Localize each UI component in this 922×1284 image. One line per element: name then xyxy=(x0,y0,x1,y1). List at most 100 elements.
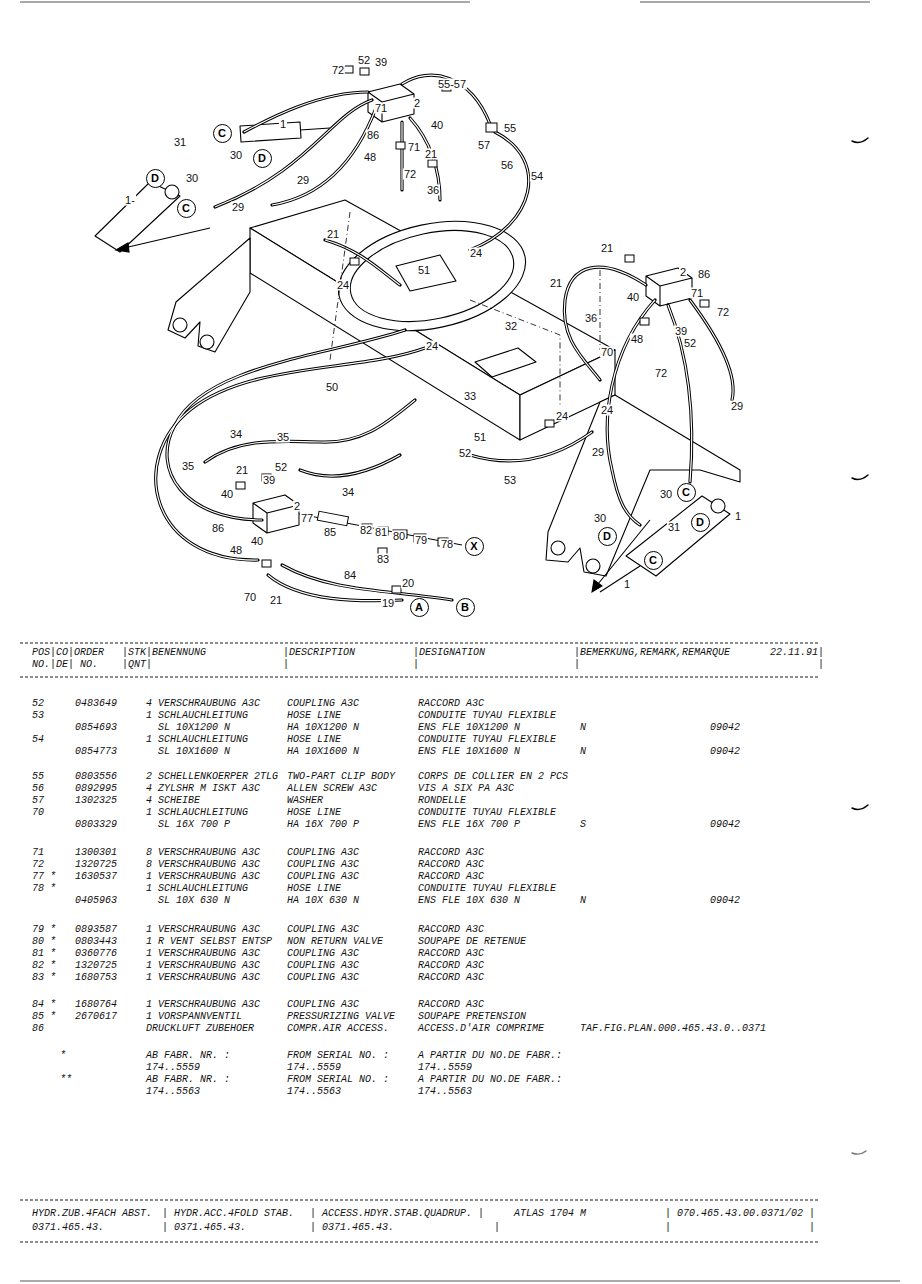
table-cell: | xyxy=(494,1223,500,1233)
table-cell: | ACCESS.HDYR.STAB.QUADRUP. | xyxy=(310,1209,484,1219)
table-cell: CONDUITE TUYAU FLEXIBLE xyxy=(418,735,556,745)
table-cell: 09042 xyxy=(710,723,740,733)
table-cell: 4 SCHEIBE xyxy=(146,796,200,806)
table-cell: ATLAS 1704 M xyxy=(514,1209,586,1219)
table-cell: SL 16X 700 P xyxy=(158,820,230,830)
callout-number: 53 xyxy=(503,475,517,486)
table-cell: HYDR.ZUB.4FACH ABST. xyxy=(32,1209,152,1219)
table-cell: 57 xyxy=(32,796,44,806)
table-cell: NO.|DE| NO. xyxy=(32,660,98,670)
callout-number: 31 xyxy=(667,522,681,533)
table-cell: 1680764 xyxy=(75,1000,117,1010)
reference-circle: D xyxy=(598,527,617,546)
callout-number: 72 xyxy=(331,65,345,76)
table-cell: SOUPAPE PRETENSION xyxy=(418,1012,526,1022)
reference-letter: X xyxy=(470,541,477,552)
table-cell: 1 SCHLAUCHLEITUNG xyxy=(146,884,248,894)
callout-number: 40 xyxy=(626,292,640,303)
callout-number: 82 xyxy=(359,525,373,536)
table-cell: COUPLING A3C xyxy=(287,1000,359,1010)
table-cell: | xyxy=(413,660,419,670)
table-cell: 0803556 xyxy=(75,772,117,782)
table-cell: 1630537 xyxy=(75,872,117,882)
table-cell: FROM SERIAL NO. : xyxy=(287,1075,389,1085)
table-cell: N xyxy=(580,723,586,733)
callout-number: 83 xyxy=(376,554,390,565)
table-cell: 174..5563 xyxy=(146,1087,200,1097)
callout-number: 40 xyxy=(220,489,234,500)
callout-number: 21 xyxy=(235,465,249,476)
callout-number: 72 xyxy=(403,169,417,180)
reference-circle: D xyxy=(691,513,710,532)
callout-number: 24 xyxy=(469,248,483,259)
callout-number: 86 xyxy=(366,130,380,141)
table-cell: 2 SCHELLENKOERPER 2TLG xyxy=(146,772,278,782)
callout-number: 32 xyxy=(504,321,518,332)
table-cell: COUPLING A3C xyxy=(287,961,359,971)
callout-number: 72 xyxy=(716,307,730,318)
reference-circle: C xyxy=(677,483,696,502)
callout-number: 35 xyxy=(276,432,290,443)
table-cell: 1 R VENT SELBST ENTSP xyxy=(146,937,272,947)
table-cell: COUPLING A3C xyxy=(287,925,359,935)
callout-number: 35 xyxy=(181,461,195,472)
table-cell: 54 xyxy=(32,735,44,745)
table-cell: A PARTIR DU NO.DE FABR.: xyxy=(418,1075,562,1085)
table-cell: ENS FLE 10X1200 N xyxy=(418,723,520,733)
table-cell: 84 * xyxy=(32,1000,56,1010)
table-cell: 174..5559 xyxy=(146,1063,200,1073)
table-cell: A PARTIR DU NO.DE FABR.: xyxy=(418,1051,562,1061)
table-cell: COUPLING A3C xyxy=(287,848,359,858)
table-cell: 53 xyxy=(32,711,44,721)
table-cell: * xyxy=(60,1051,66,1061)
table-cell: HA 10X 630 N xyxy=(287,896,359,906)
callout-number: 36 xyxy=(426,185,440,196)
table-cell: 1 VORSPANNVENTIL xyxy=(146,1012,242,1022)
table-cell: VIS A SIX PA A3C xyxy=(418,784,514,794)
table-cell: SOUPAPE DE RETENUE xyxy=(418,937,526,947)
table-cell: | xyxy=(818,660,824,670)
table-cell: HOSE LINE xyxy=(287,735,341,745)
reference-circle: B xyxy=(456,598,475,617)
table-cell: 1320725 xyxy=(75,860,117,870)
table-cell: 0854773 xyxy=(75,747,117,757)
table-cell: CORPS DE COLLIER EN 2 PCS xyxy=(418,772,568,782)
table-cell: 1302325 xyxy=(75,796,117,806)
table-cell: 79 * xyxy=(32,925,56,935)
reference-circle: C xyxy=(177,199,196,218)
callout-number: 31 xyxy=(173,137,187,148)
table-cell: 174..5563 xyxy=(418,1087,472,1097)
table-cell: | xyxy=(665,1223,671,1233)
table-cell: 1 VERSCHRAUBUNG A3C xyxy=(146,872,260,882)
table-cell: TAF.FIG.PLAN.000.465.43.0..0371 xyxy=(580,1024,766,1034)
callout-number: 52 xyxy=(458,448,472,459)
callout-number: 55 xyxy=(503,123,517,134)
callout-number: 80 xyxy=(392,531,406,542)
table-cell: 70 xyxy=(32,808,44,818)
table-cell: ENS FLE 16X 700 P xyxy=(418,820,520,830)
table-cell: SL 10X 630 N xyxy=(158,896,230,906)
table-cell: COUPLING A3C xyxy=(287,973,359,983)
table-cell: HA 10X1200 N xyxy=(287,723,359,733)
table-cell: RONDELLE xyxy=(418,796,466,806)
table-cell: 1300301 xyxy=(75,848,117,858)
table-cell: 1 VERSCHRAUBUNG A3C xyxy=(146,949,260,959)
callout-number: 51 xyxy=(473,432,487,443)
table-cell: WASHER xyxy=(287,796,323,806)
callout-number: 48 xyxy=(363,152,377,163)
reference-letter: C xyxy=(182,203,190,214)
table-cell: HA 16X 700 P xyxy=(287,820,359,830)
callout-number: 48 xyxy=(630,334,644,345)
table-cell: | HYDR.ACC.4FOLD STAB. xyxy=(162,1209,294,1219)
reference-circle: X xyxy=(465,537,484,556)
callout-number: 52 xyxy=(683,338,697,349)
callout-number: 50 xyxy=(325,382,339,393)
table-cell: 0405963 xyxy=(75,896,117,906)
table-cell: 77 * xyxy=(32,872,56,882)
callout-number: 34 xyxy=(341,487,355,498)
table-cell: |STK|BENENNUNG xyxy=(122,648,206,658)
table-cell: 0803329 xyxy=(75,820,117,830)
callout-number: 78 xyxy=(440,539,454,550)
callout-number: 1 xyxy=(279,119,287,130)
table-cell: 72 xyxy=(32,860,44,870)
